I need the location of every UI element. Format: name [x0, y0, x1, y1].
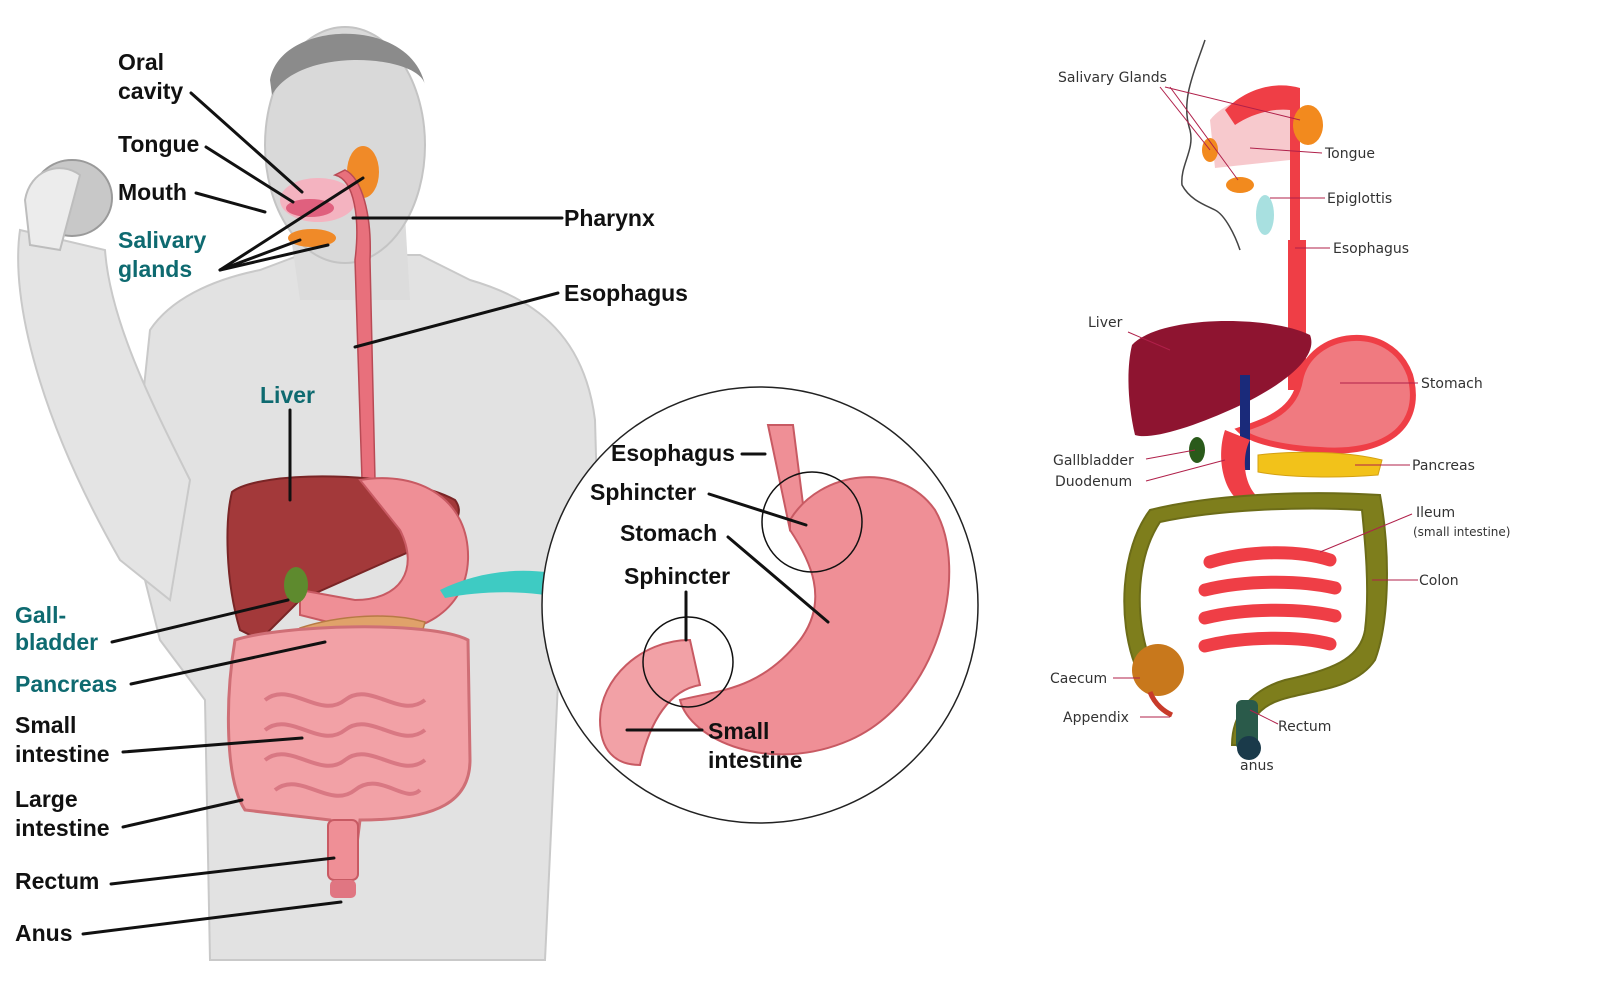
- b-label-gallbladder: Gallbladder: [1053, 453, 1134, 469]
- inset-label-small-intestine-line1: Small: [708, 718, 769, 744]
- salivary-gland-b2: [1226, 177, 1254, 193]
- inset-sphincter-bottom-ring: [642, 616, 734, 708]
- inset-stomach: [678, 476, 951, 756]
- stomach-inset: [541, 386, 979, 824]
- small-intestine-coils: [263, 692, 427, 798]
- label-oral-cavity-line1: Oral: [118, 49, 164, 75]
- salivary-gland-b1: [1293, 105, 1323, 145]
- rectum-shape: [327, 819, 359, 881]
- b-label-ileum-note: (small intestine): [1413, 525, 1510, 539]
- inset-label-sphincter-top: Sphincter: [590, 479, 696, 505]
- label-oral-cavity-line2: cavity: [118, 78, 183, 104]
- raised-arm: [17, 228, 192, 602]
- pancreas-b: [1257, 451, 1383, 478]
- label-salivary-line1: Salivary: [118, 227, 206, 253]
- anus-shape: [330, 880, 356, 898]
- b-label-ileum: Ileum: [1416, 505, 1455, 521]
- label-small-intestine-line1: Small: [15, 712, 76, 738]
- b-label-epiglottis: Epiglottis: [1327, 191, 1392, 207]
- salivary-gland-lower: [288, 229, 336, 247]
- label-esophagus: Esophagus: [564, 280, 688, 306]
- label-anus: Anus: [15, 920, 73, 946]
- label-salivary-line2: glands: [118, 256, 192, 282]
- b-label-liver: Liver: [1088, 315, 1123, 331]
- b-label-appendix: Appendix: [1063, 710, 1129, 726]
- label-large-intestine-line2: intestine: [15, 815, 110, 841]
- figure-b-leader-lines: [1113, 86, 1418, 725]
- colon-b: [1123, 492, 1388, 746]
- stomach-b: [1234, 335, 1416, 454]
- label-gallbladder-line2: bladder: [15, 629, 98, 655]
- anus-b: [1237, 736, 1261, 760]
- b-label-duodenum: Duodenum: [1055, 474, 1132, 490]
- liver-b: [1128, 321, 1312, 437]
- b-label-esophagus: Esophagus: [1333, 241, 1409, 257]
- face-outline: [1181, 39, 1241, 251]
- appendix-b: [1147, 691, 1174, 718]
- label-liver: Liver: [260, 382, 315, 408]
- caecum-b: [1132, 644, 1184, 696]
- b-label-salivary-glands: Salivary Glands: [1058, 70, 1167, 86]
- inset-label-sphincter-bottom: Sphincter: [624, 563, 730, 589]
- figure-b-schematic: [1123, 39, 1416, 760]
- inset-label-esophagus: Esophagus: [611, 440, 735, 466]
- inset-label-small-intestine-line2: intestine: [708, 747, 803, 773]
- large-intestine-shape: [226, 625, 472, 862]
- inset-small-intestine: [598, 638, 702, 767]
- hand-fingers: [23, 167, 82, 252]
- b-label-caecum: Caecum: [1050, 671, 1107, 687]
- label-rectum: Rectum: [15, 868, 99, 894]
- b-label-anus: anus: [1240, 758, 1274, 774]
- ileum-loops-b: [1198, 546, 1342, 653]
- b-label-stomach: Stomach: [1421, 376, 1483, 392]
- gallbladder-b: [1189, 437, 1205, 463]
- b-label-pancreas: Pancreas: [1412, 458, 1475, 474]
- inset-label-stomach: Stomach: [620, 520, 717, 546]
- label-tongue: Tongue: [118, 131, 199, 157]
- figure-a-leader-lines: [81, 91, 830, 936]
- label-large-intestine-line1: Large: [15, 786, 78, 812]
- hair: [270, 33, 425, 95]
- stomach-shape: [299, 477, 470, 633]
- upper-tract-b: [1225, 85, 1300, 250]
- b-label-colon: Colon: [1419, 573, 1459, 589]
- label-small-intestine-line2: intestine: [15, 741, 110, 767]
- label-gallbladder-line1: Gall-: [15, 602, 66, 628]
- figure-b-labels: Salivary Glands Tongue Epiglottis Esopha…: [1050, 70, 1510, 774]
- b-label-rectum: Rectum: [1278, 719, 1331, 735]
- figure-a-labels: Oral cavity Tongue Mouth Salivary glands…: [15, 49, 803, 946]
- label-pharynx: Pharynx: [564, 205, 655, 231]
- b-label-tongue: Tongue: [1324, 146, 1375, 162]
- epiglottis-b: [1256, 195, 1274, 235]
- gallbladder-shape: [284, 567, 308, 603]
- duodenum-b: [1221, 430, 1262, 505]
- label-mouth: Mouth: [118, 179, 187, 205]
- inset-sphincter-top-ring: [761, 471, 863, 573]
- label-pancreas: Pancreas: [15, 671, 117, 697]
- figure-a-body-illustration: [17, 26, 602, 961]
